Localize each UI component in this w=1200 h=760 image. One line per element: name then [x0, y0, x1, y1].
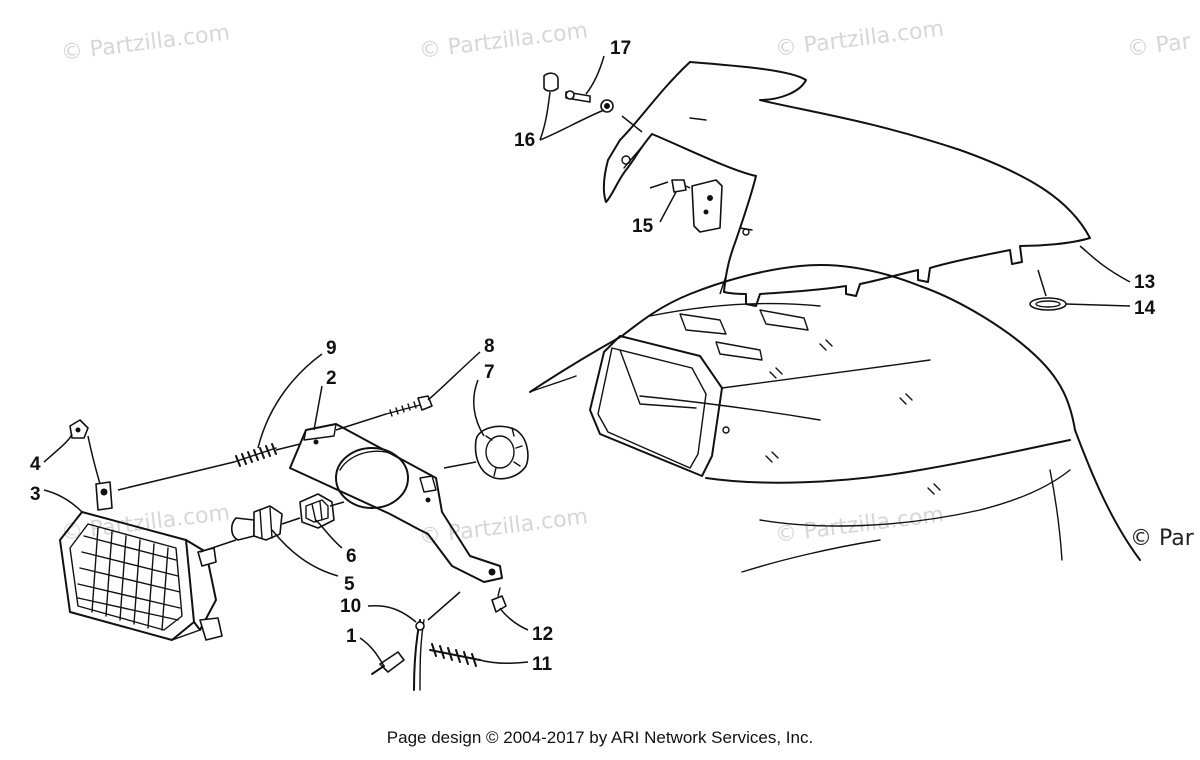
- hood-drawing: [529, 263, 1141, 573]
- page-footer-copyright: Page design © 2004-2017 by ARI Network S…: [386, 728, 814, 747]
- headlight-drawing: [59, 419, 223, 641]
- callout-17: 17: [610, 38, 631, 59]
- callouts: 4 3 9 2 8 7 6 5 10 1 12 11 13 14 15 16 1…: [30, 38, 1156, 675]
- callout-9: 9: [326, 338, 337, 359]
- callout-4: 4: [30, 454, 41, 475]
- callout-6: 6: [346, 546, 357, 567]
- callout-leaders: [43, 55, 1131, 667]
- callout-8: 8: [484, 336, 495, 357]
- spring-drawing: [233, 443, 277, 467]
- callout-1: 1: [346, 626, 357, 647]
- watermark: © Partzilla.com: [418, 18, 590, 64]
- watermarks: © Partzilla.com © Partzilla.com © Partzi…: [60, 16, 1195, 551]
- callout-14: 14: [1134, 298, 1156, 319]
- assembly-lines: [117, 115, 1047, 621]
- callout-10: 10: [340, 596, 361, 617]
- adjuster-screw-drawing: [385, 395, 433, 417]
- mounting-bracket-drawing: [289, 423, 503, 583]
- watermark: © Par: [1126, 29, 1193, 62]
- retaining-ring-drawing: [474, 425, 529, 480]
- callout-7: 7: [484, 362, 495, 383]
- callout-16: 16: [514, 130, 535, 151]
- bulb-and-socket-drawing: [230, 493, 335, 541]
- callout-13: 13: [1134, 272, 1155, 293]
- windshield-drawing: [543, 61, 1091, 311]
- watermark: © Partzilla.com: [418, 504, 590, 550]
- watermark: © Partzilla.com: [60, 20, 232, 66]
- callout-3: 3: [30, 484, 41, 505]
- callout-5: 5: [344, 574, 355, 595]
- callout-12: 12: [532, 624, 553, 645]
- callout-2: 2: [326, 368, 337, 389]
- callout-11: 11: [532, 654, 553, 675]
- wiring-drawing: [371, 587, 507, 691]
- watermark-edge: © Par: [1130, 526, 1195, 551]
- callout-15: 15: [632, 216, 654, 237]
- watermark: © Partzilla.com: [774, 16, 946, 62]
